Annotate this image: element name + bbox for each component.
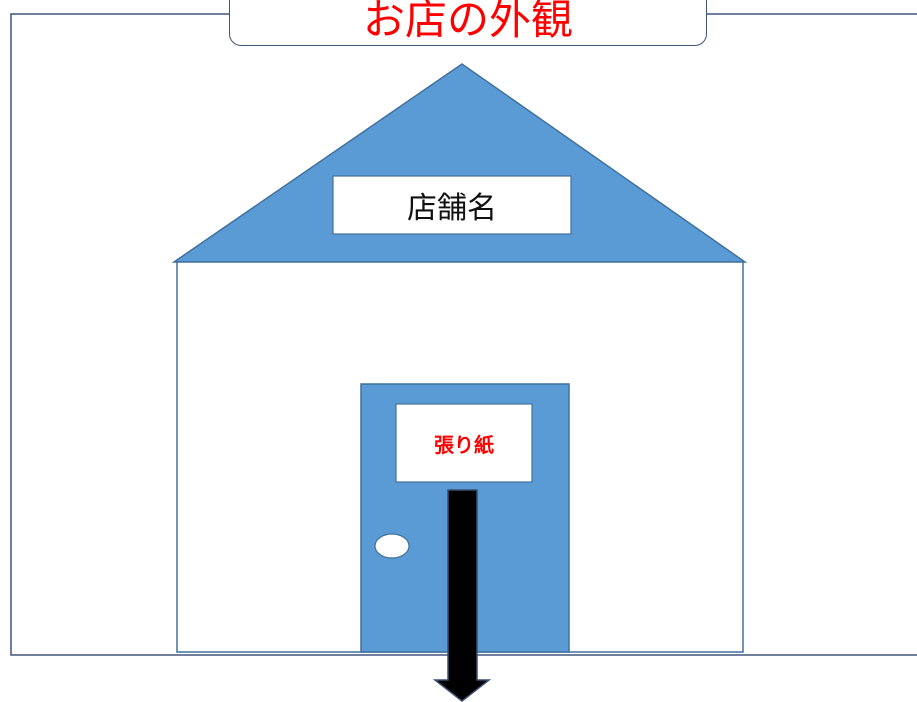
door-knob-icon	[374, 533, 410, 559]
notice-paper	[395, 403, 533, 483]
notice-label: 張り紙	[434, 432, 494, 457]
store-sign-label: 店舗名	[407, 191, 497, 226]
store-sign-board	[332, 175, 572, 235]
page-title-text: お店の外観	[362, 0, 573, 44]
arrow-down-icon	[432, 489, 492, 702]
page-title: お店の外観	[229, 0, 707, 46]
